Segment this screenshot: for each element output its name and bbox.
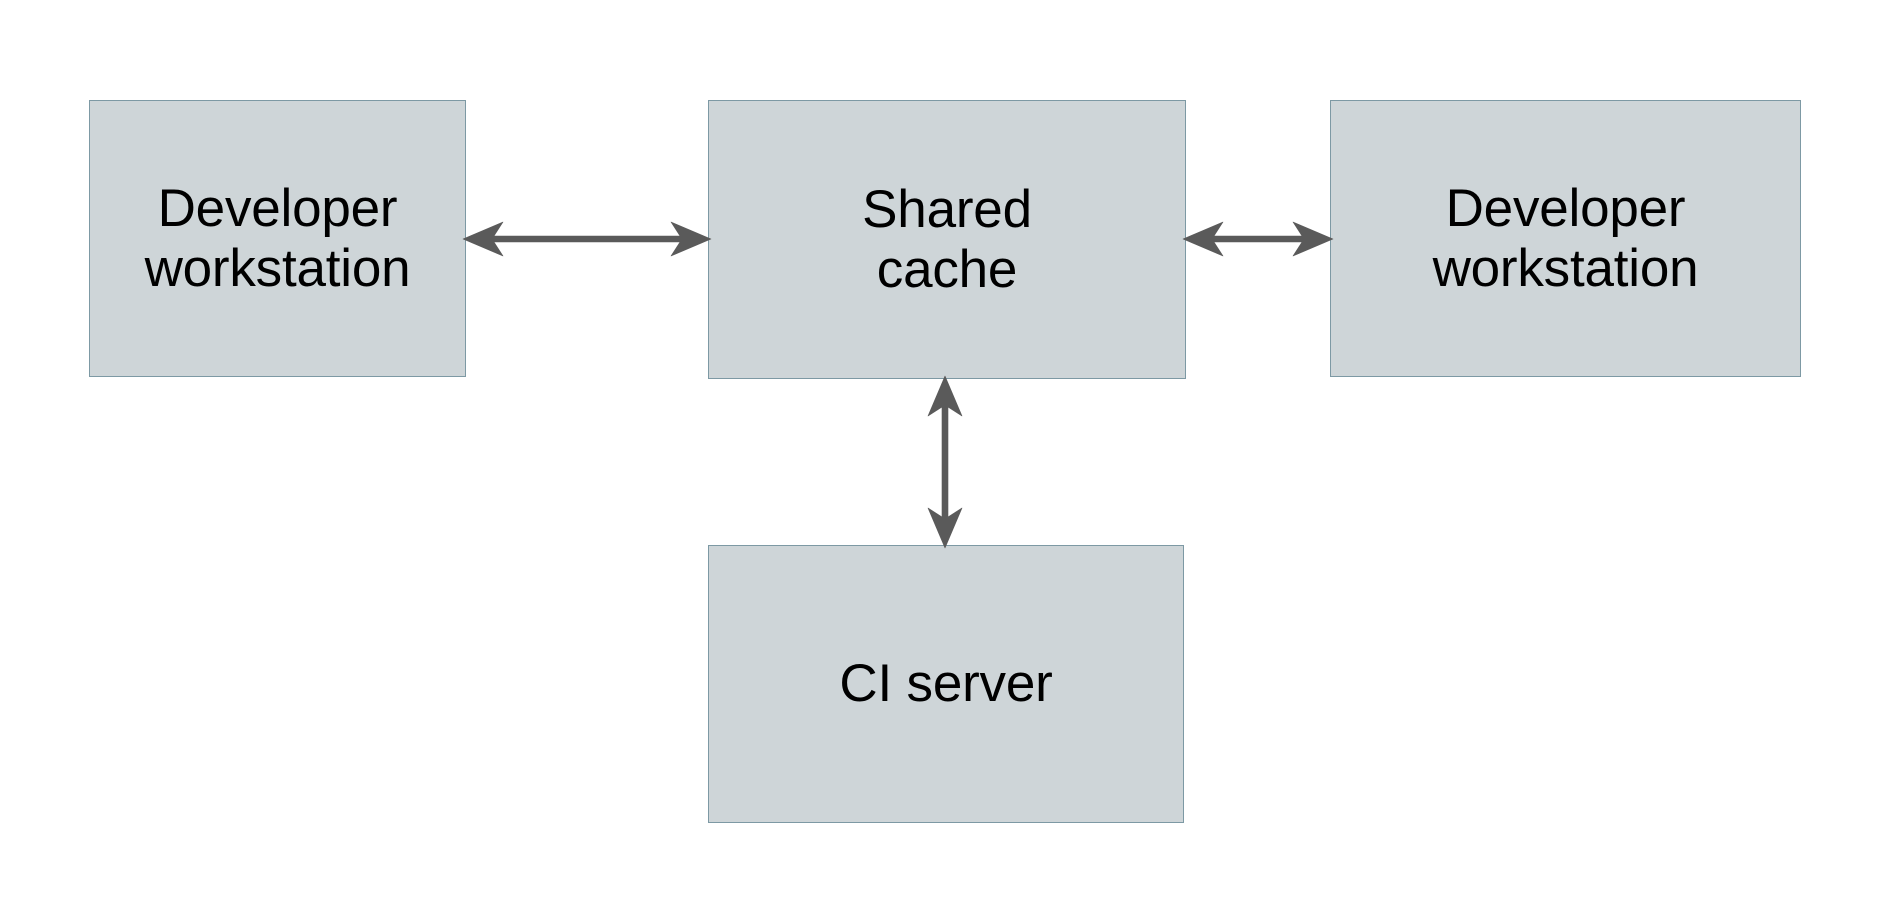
edge-developer-workstation-left-to-shared-cache	[461, 214, 713, 264]
node-ci-server[interactable]: CI server	[708, 545, 1184, 823]
node-label: Developer workstation	[144, 179, 411, 298]
node-label: Developer workstation	[1432, 179, 1699, 298]
node-label: Shared cache	[862, 180, 1032, 299]
double-arrow-horizontal-icon	[462, 221, 712, 257]
node-shared-cache[interactable]: Shared cache	[708, 100, 1186, 379]
double-arrow-vertical-icon	[927, 375, 963, 549]
edge-shared-cache-to-ci-server	[920, 374, 970, 550]
node-developer-workstation-right[interactable]: Developer workstation	[1330, 100, 1801, 377]
node-label: CI server	[839, 654, 1053, 714]
double-arrow-horizontal-icon	[1182, 221, 1334, 257]
edge-shared-cache-to-developer-workstation-right	[1181, 214, 1335, 264]
node-developer-workstation-left[interactable]: Developer workstation	[89, 100, 466, 377]
